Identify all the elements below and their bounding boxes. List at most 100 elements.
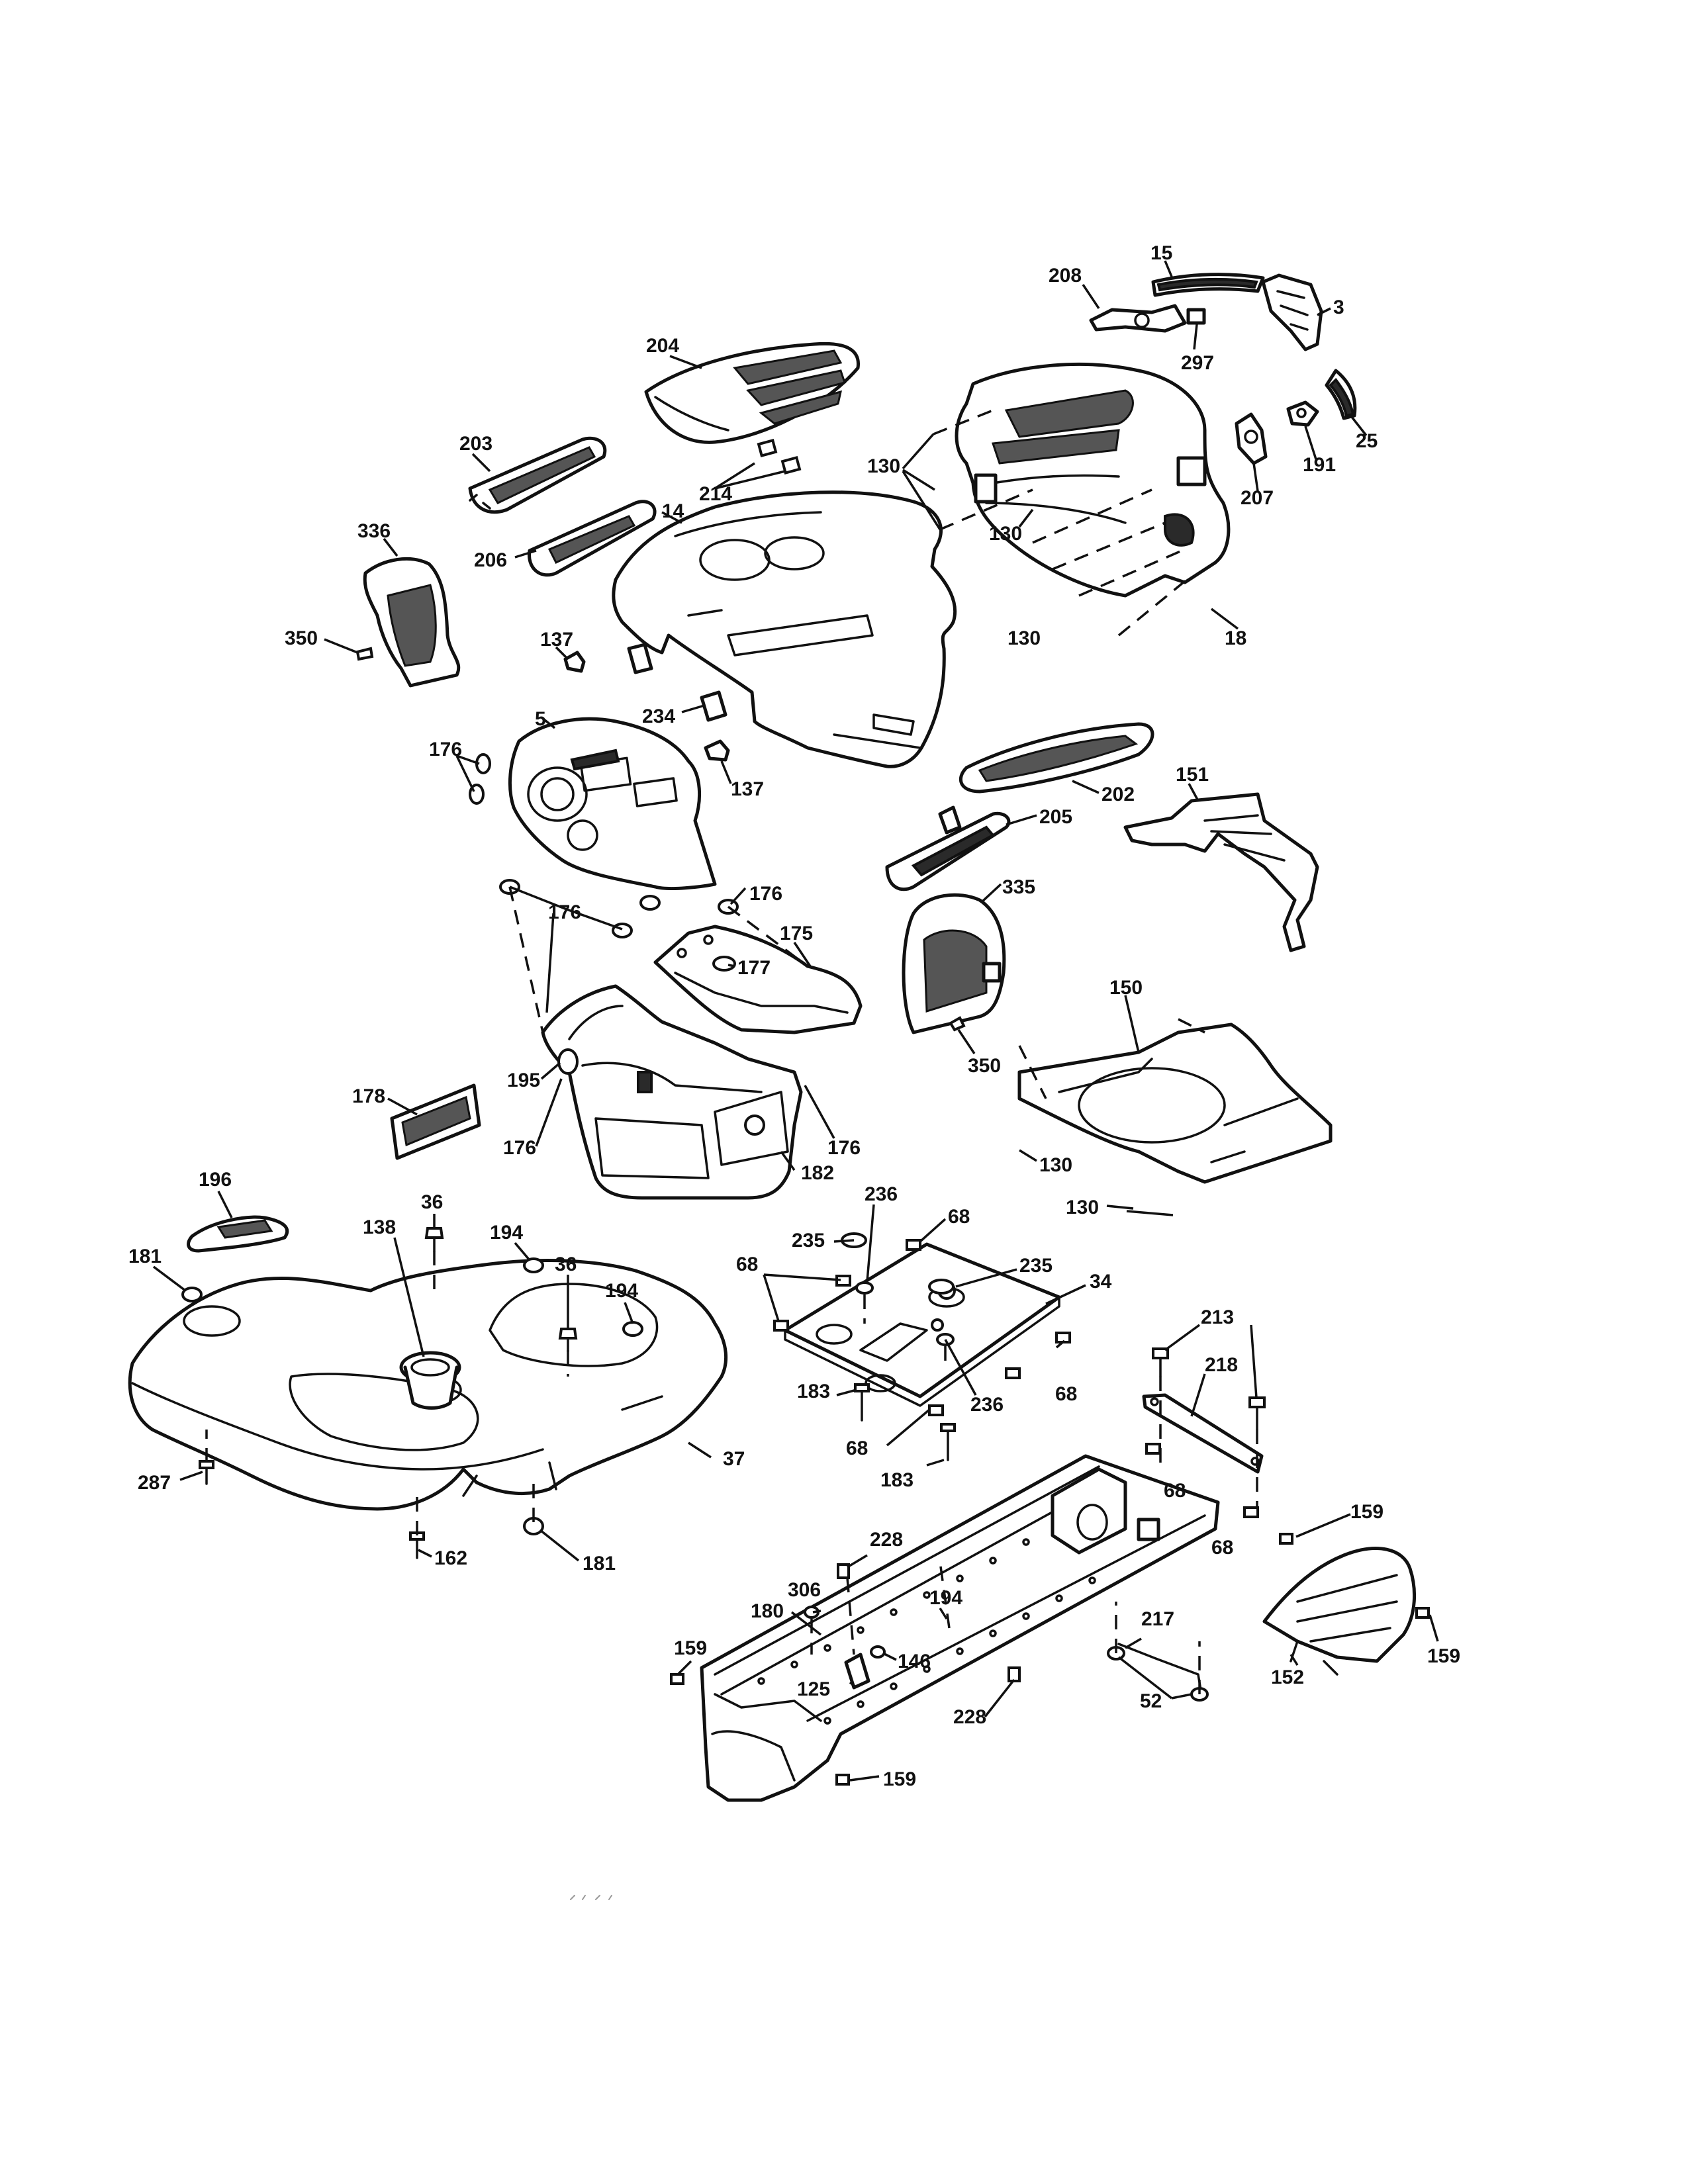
callout-36-a: 36 (421, 1191, 443, 1213)
callout-5: 5 (535, 708, 546, 730)
part-151-bracket (1123, 792, 1319, 952)
part-34-seat-plate (783, 1242, 1061, 1407)
part-214-clips (757, 439, 802, 475)
footer-mark (570, 1895, 612, 1900)
part-162-screw (409, 1531, 425, 1559)
callout-194-b: 194 (605, 1280, 638, 1302)
dashed-guides (205, 409, 1258, 1694)
callout-206: 206 (474, 549, 507, 571)
callout-159-a: 159 (674, 1637, 707, 1659)
part-180-frame (700, 1454, 1220, 1802)
callout-177: 177 (737, 957, 771, 979)
callout-152: 152 (1271, 1666, 1304, 1688)
callout-130-a: 130 (867, 455, 900, 477)
part-336-side-panel (363, 557, 461, 688)
callout-68-a: 68 (948, 1206, 970, 1228)
callout-205: 205 (1039, 806, 1072, 828)
part-146-fitting (870, 1645, 886, 1659)
callout-228-a: 228 (870, 1529, 903, 1551)
callout-235-b: 235 (1019, 1255, 1053, 1277)
part-205-trim (885, 805, 1011, 891)
callout-235-a: 235 (792, 1230, 825, 1251)
callout-137-b: 137 (731, 778, 764, 800)
part-3-bracket (1261, 273, 1323, 351)
callout-68-f: 68 (1211, 1537, 1233, 1559)
part-138-filler (399, 1351, 461, 1410)
callout-214: 214 (699, 483, 732, 505)
callout-178: 178 (352, 1085, 385, 1107)
callout-130-d: 130 (1039, 1154, 1072, 1176)
callout-350-a: 350 (285, 627, 318, 649)
callout-194-c: 194 (929, 1587, 962, 1609)
callout-130-c: 130 (1008, 627, 1041, 649)
callout-159-c: 159 (1427, 1645, 1460, 1667)
callout-37: 37 (723, 1448, 745, 1470)
callout-68-b: 68 (736, 1253, 758, 1275)
callout-52: 52 (1140, 1690, 1162, 1712)
callout-176-e: 176 (827, 1137, 861, 1159)
callout-labels: 15 208 3 297 204 25 191 207 130 130 130 … (128, 242, 1460, 1790)
part-218-bracket (1142, 1393, 1264, 1474)
callout-68-e: 68 (1164, 1480, 1186, 1502)
callout-3: 3 (1333, 296, 1344, 318)
callout-182: 182 (801, 1162, 834, 1184)
callout-203: 203 (459, 433, 492, 455)
callout-176-a: 176 (429, 739, 462, 760)
callout-207: 207 (1241, 487, 1274, 509)
callout-194-a: 194 (490, 1222, 523, 1244)
part-203-vent (468, 436, 607, 514)
callout-176-b: 176 (749, 883, 782, 905)
part-207-bracket (1235, 412, 1268, 465)
leader-lines (152, 260, 1439, 1782)
callout-25: 25 (1356, 430, 1378, 452)
part-195-clip (557, 1048, 579, 1075)
callout-350-b: 350 (968, 1055, 1001, 1077)
callout-191: 191 (1303, 454, 1336, 476)
callout-159-b: 159 (1350, 1501, 1383, 1523)
callout-176-c: 176 (548, 901, 581, 923)
callout-297: 297 (1181, 352, 1214, 374)
callout-125: 125 (797, 1678, 830, 1700)
callout-336: 336 (357, 520, 391, 542)
part-150-deck-plate (1017, 1023, 1333, 1184)
callout-175: 175 (780, 923, 813, 944)
callout-335: 335 (1002, 876, 1035, 898)
callout-34: 34 (1090, 1271, 1112, 1293)
part-350-screw (355, 647, 374, 661)
callout-306: 306 (788, 1579, 821, 1601)
part-213-bolts (1152, 1347, 1266, 1431)
part-228-pin (837, 1563, 1021, 1682)
part-181-push-nut (181, 1287, 544, 1535)
callout-162: 162 (434, 1547, 467, 1569)
part-152-bracket (1262, 1547, 1416, 1676)
callout-181-a: 181 (128, 1246, 162, 1267)
callout-236-a: 236 (865, 1183, 898, 1205)
callout-213: 213 (1201, 1306, 1234, 1328)
part-350-screw-2 (949, 1016, 966, 1032)
callout-36-b: 36 (555, 1253, 577, 1275)
callout-208: 208 (1049, 265, 1082, 287)
part-18-grille (955, 362, 1231, 598)
callout-15: 15 (1150, 242, 1172, 264)
part-125-bracket (844, 1653, 870, 1690)
callout-130-e: 130 (1066, 1197, 1099, 1218)
part-36-bolt-2 (558, 1328, 578, 1353)
callout-68-d: 68 (846, 1437, 868, 1459)
part-204-hood-top (644, 341, 860, 444)
part-15-trim (1151, 273, 1265, 297)
part-182-console (541, 984, 803, 1200)
callout-217: 217 (1141, 1608, 1174, 1630)
part-159-screws (670, 1533, 1430, 1786)
callout-151: 151 (1176, 764, 1209, 786)
callout-176-d: 176 (503, 1137, 536, 1159)
part-196-cover (187, 1215, 289, 1253)
part-137-clip-2 (704, 739, 730, 762)
callout-14: 14 (662, 500, 684, 522)
callout-68-c: 68 (1055, 1383, 1077, 1405)
callout-218: 218 (1205, 1354, 1238, 1376)
part-183-bolt (854, 1383, 956, 1461)
callout-204: 204 (646, 335, 679, 357)
part-202-grille (959, 722, 1154, 794)
part-36-bolt (424, 1227, 444, 1252)
